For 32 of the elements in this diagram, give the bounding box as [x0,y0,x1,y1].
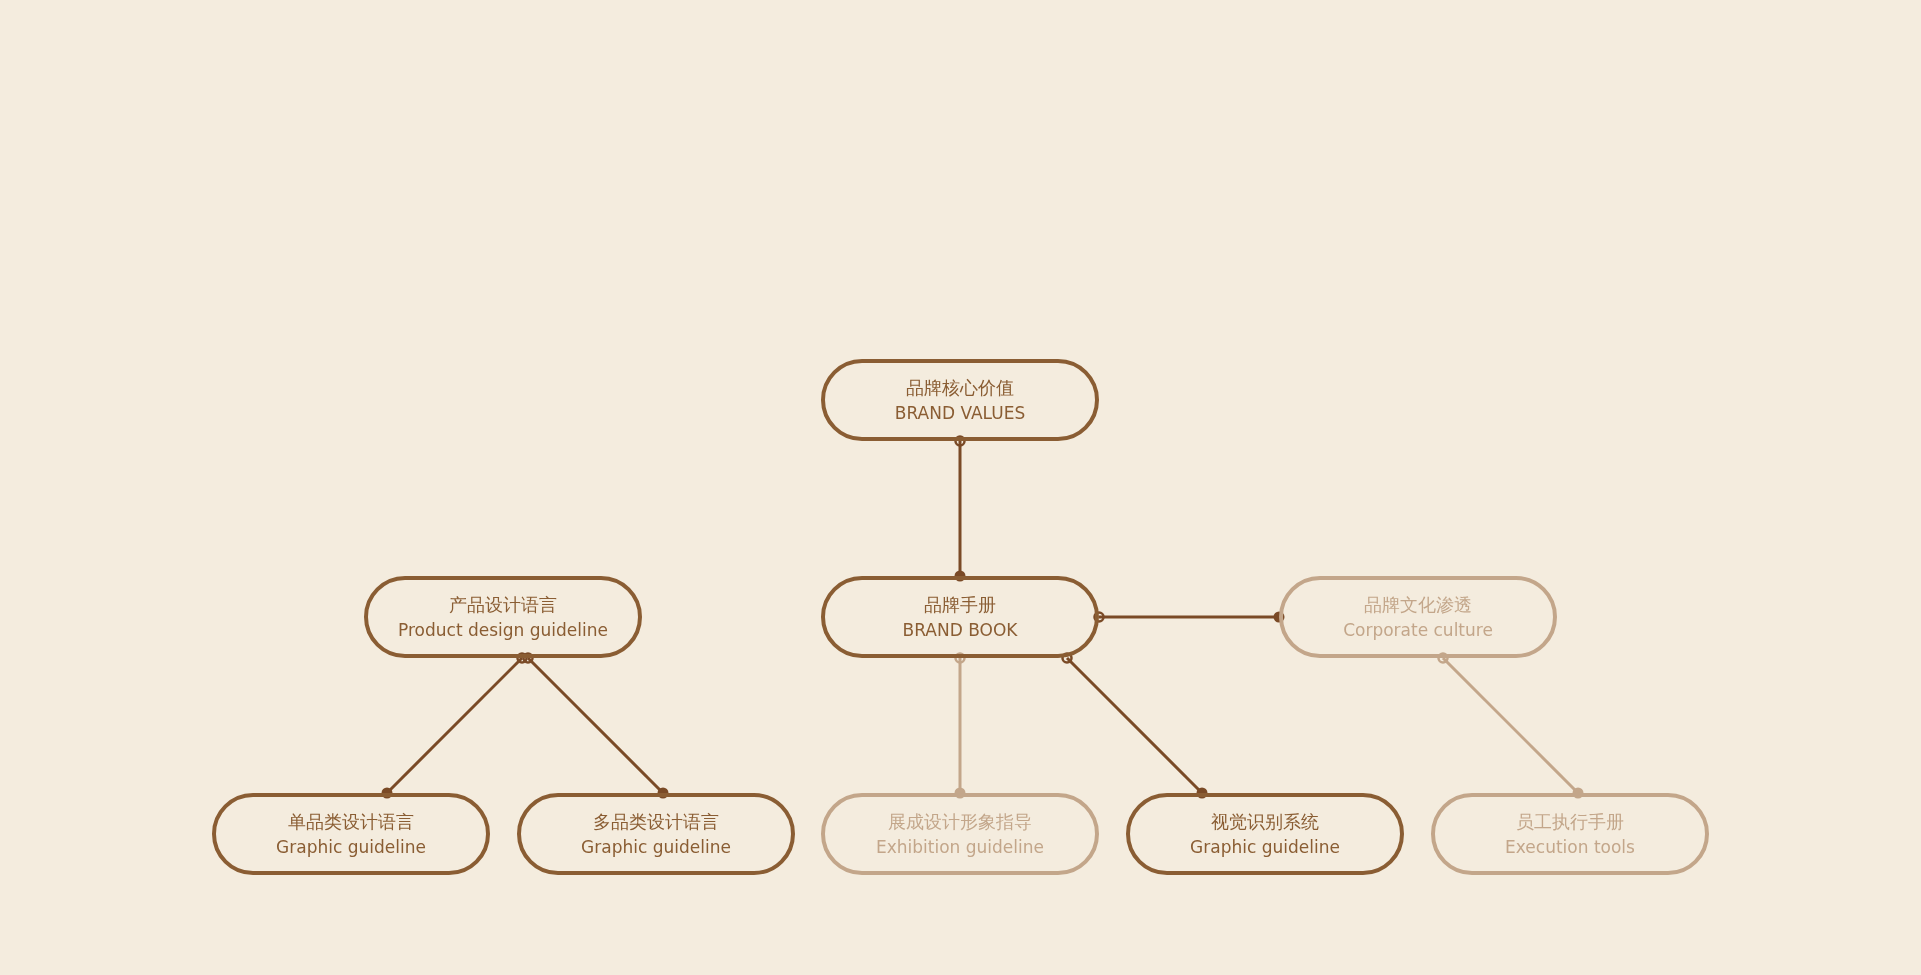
rounded-box [517,793,795,875]
english-subtitle: Execution tools [1505,837,1635,857]
english-subtitle: Corporate culture [1343,620,1493,640]
rounded-box [821,359,1099,441]
chinese-title: 多品类设计语言 [593,811,719,832]
connector-line [1437,652,1584,799]
english-subtitle: Product design guideline [398,620,608,640]
english-subtitle: Graphic guideline [1190,837,1340,857]
rounded-box [1431,793,1709,875]
chinese-title: 视觉识别系统 [1211,811,1319,832]
connector-line [954,435,966,582]
connector-line [954,652,966,799]
english-subtitle: Graphic guideline [276,837,426,857]
rounded-box [1279,576,1557,658]
chinese-title: 单品类设计语言 [288,811,414,832]
rounded-box [821,576,1099,658]
english-subtitle: BRAND BOOK [902,620,1018,640]
rounded-box [1126,793,1404,875]
rounded-box [212,793,490,875]
chinese-title: 品牌手册 [924,594,996,615]
english-subtitle: Exhibition guideline [876,837,1044,857]
rounded-box [821,793,1099,875]
chinese-title: 品牌文化渗透 [1364,594,1472,615]
english-subtitle: BRAND VALUES [894,403,1026,423]
chinese-title: 品牌核心价值 [906,377,1014,398]
connector-line [522,652,669,799]
rounded-box [364,576,642,658]
connector-line [381,652,528,799]
english-subtitle: Graphic guideline [581,837,731,857]
chinese-title: 产品设计语言 [449,594,557,615]
chinese-title: 展成设计形象指导 [888,811,1032,832]
chinese-title: 员工执行手册 [1516,811,1624,832]
